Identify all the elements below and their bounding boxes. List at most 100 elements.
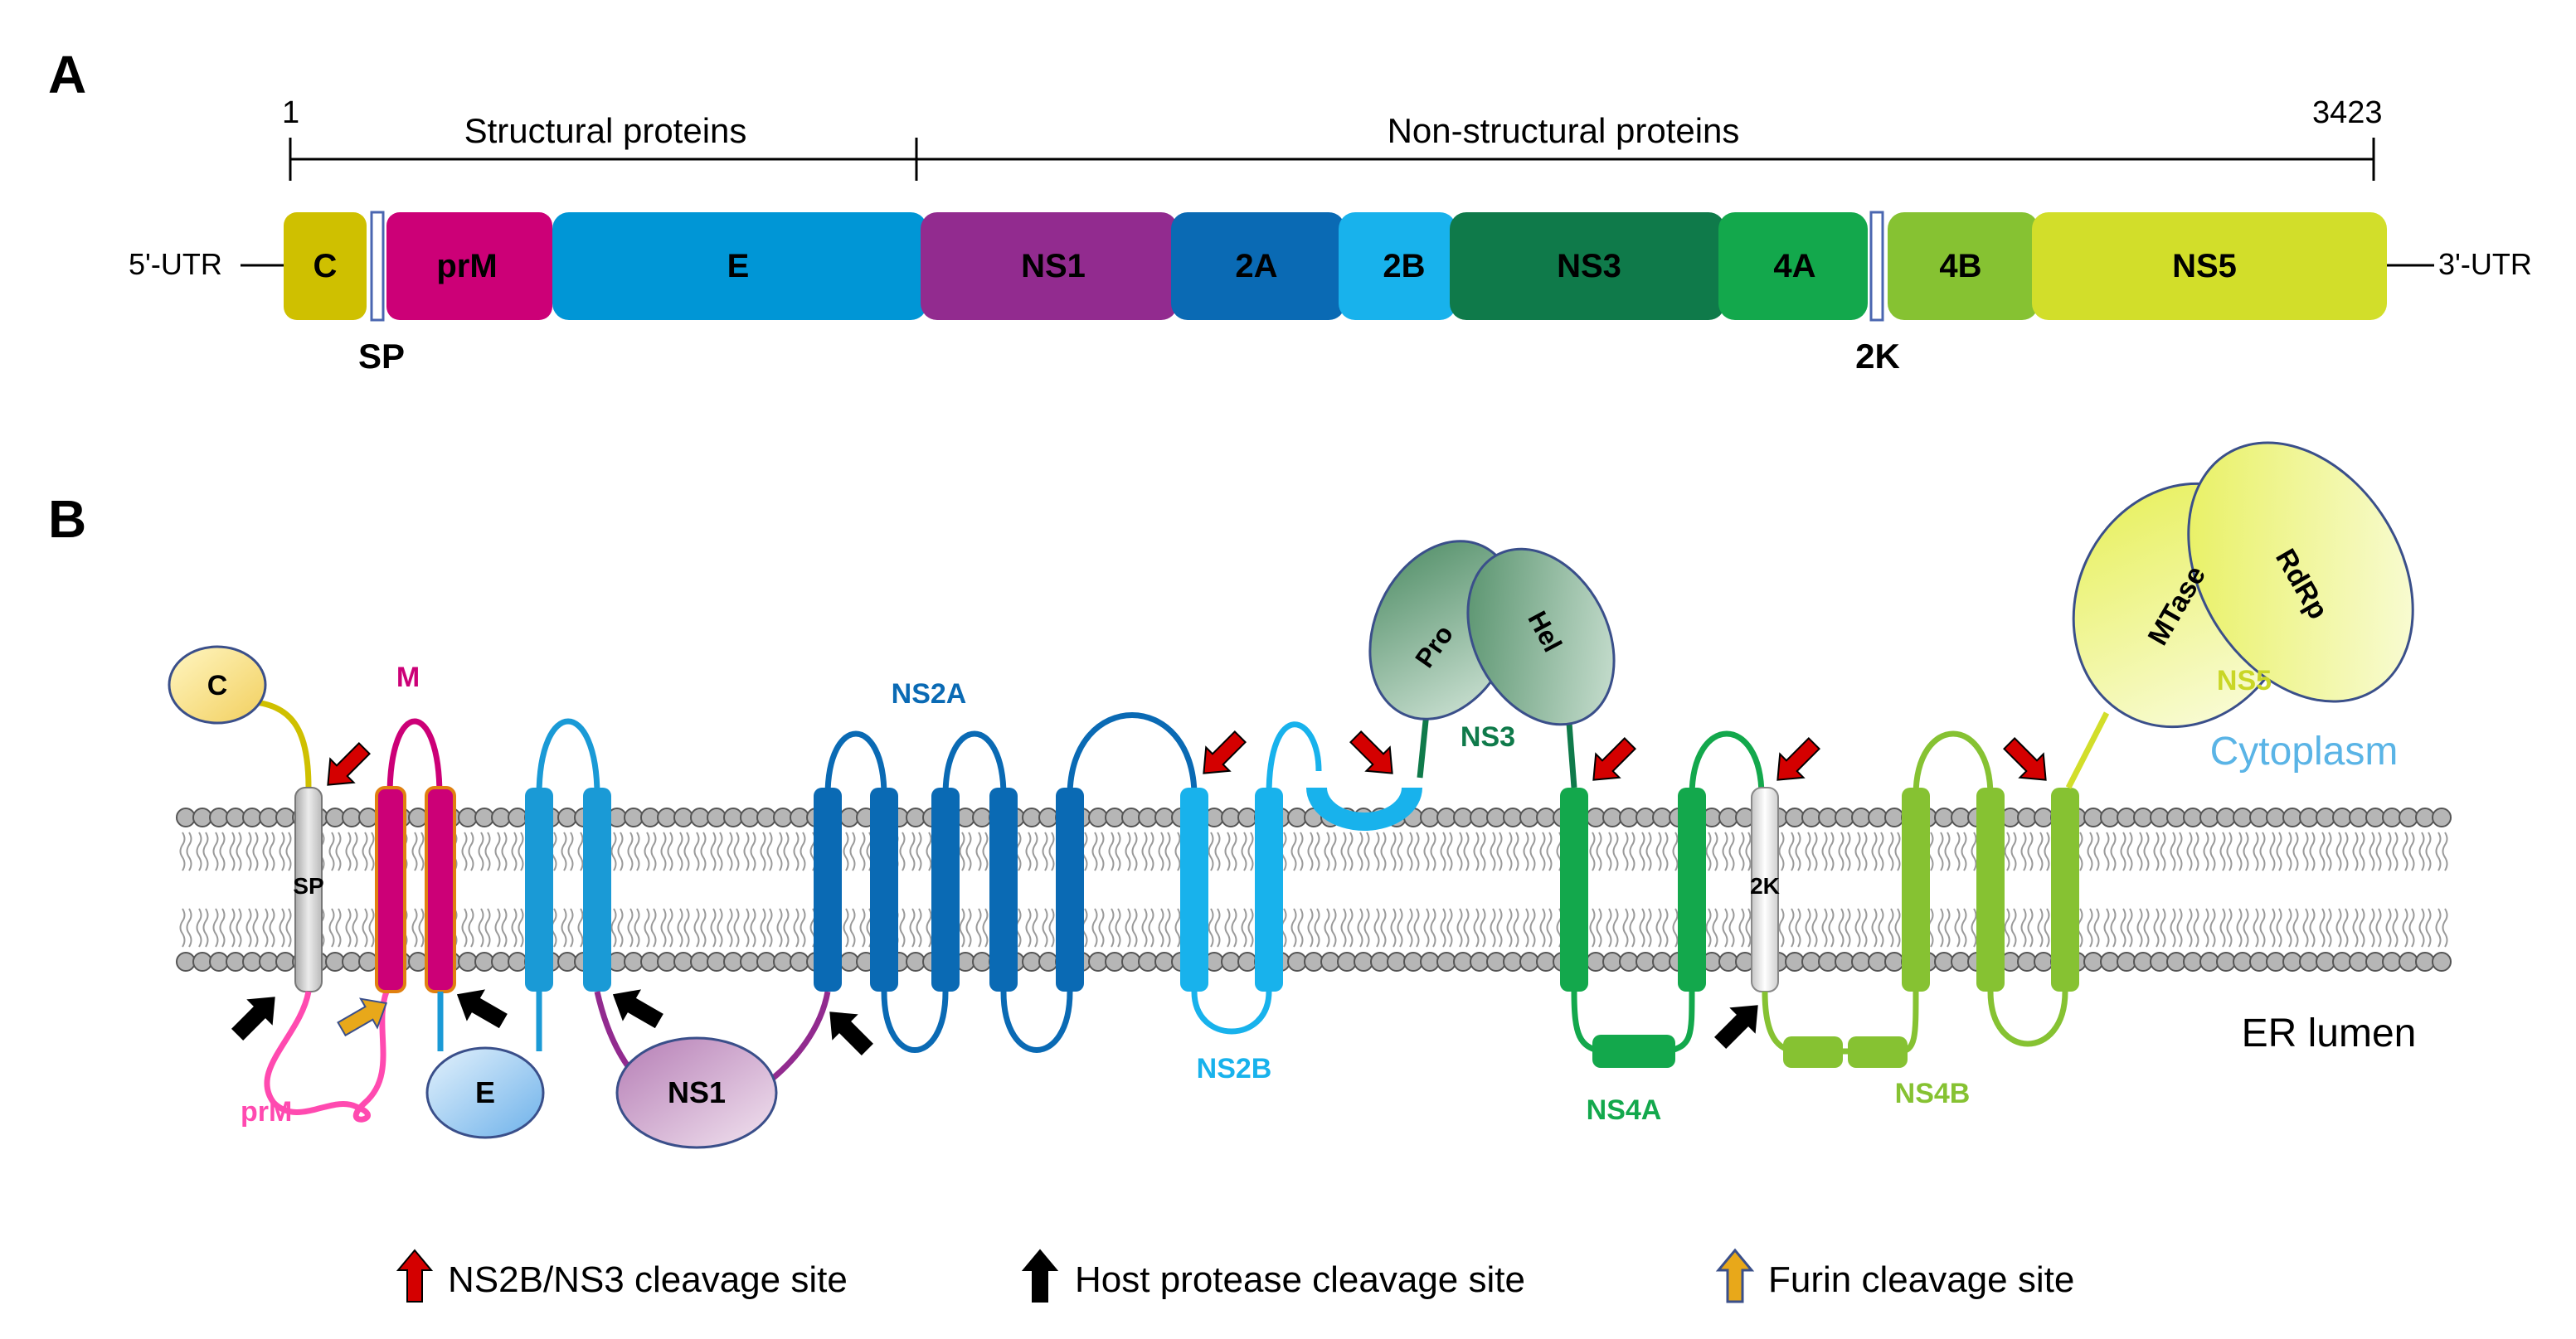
lipid-head bbox=[1453, 808, 1473, 827]
lipid-tail bbox=[1380, 832, 1387, 871]
lipid-tail bbox=[693, 908, 700, 948]
lipid-tail bbox=[2253, 832, 2259, 871]
lipid-head bbox=[790, 808, 809, 827]
lipid-tail bbox=[1141, 832, 1148, 871]
lipid-head bbox=[2117, 808, 2136, 827]
lipid-head bbox=[2233, 952, 2253, 972]
lipid-head bbox=[2216, 808, 2236, 827]
lipid-head bbox=[2100, 808, 2120, 827]
lipid-tail bbox=[2435, 908, 2442, 948]
lipid-head bbox=[1868, 808, 1888, 827]
segment-c bbox=[284, 212, 367, 320]
lipid-head bbox=[2432, 808, 2452, 827]
k2-label: 2K bbox=[1855, 337, 1900, 376]
segment-4b-label: 4B bbox=[1939, 248, 1981, 284]
lipid-head bbox=[1486, 808, 1506, 827]
lipid-tail bbox=[202, 908, 209, 948]
lipid-tail bbox=[1430, 908, 1436, 948]
lipid-tail bbox=[2342, 908, 2349, 948]
lipid-tail bbox=[667, 908, 673, 948]
segment-4a bbox=[1718, 212, 1868, 320]
lipid-head bbox=[2183, 808, 2203, 827]
lipid-head bbox=[1586, 952, 1606, 972]
lipid-tail bbox=[484, 908, 491, 948]
lipid-head bbox=[209, 808, 229, 827]
lipid-head bbox=[1304, 952, 1324, 972]
lipid-head bbox=[508, 808, 527, 827]
lipid-tail bbox=[2126, 908, 2133, 948]
lipid-tail bbox=[1738, 832, 1745, 871]
lipid-tail bbox=[1606, 908, 1612, 948]
lipid-tail bbox=[2170, 832, 2176, 871]
lipid-head bbox=[2415, 952, 2435, 972]
lipid-tail bbox=[1612, 908, 1619, 948]
lipid-tail bbox=[2326, 908, 2332, 948]
lipid-head bbox=[790, 952, 809, 972]
lipid-tail bbox=[2402, 908, 2408, 948]
lipid-tail bbox=[1645, 908, 1652, 948]
lipid-head bbox=[491, 808, 511, 827]
lipid-tail bbox=[1330, 908, 1337, 948]
lipid-tail bbox=[1141, 908, 1148, 948]
lipid-head bbox=[1801, 808, 1821, 827]
ns1-protein-label: NS1 bbox=[668, 1075, 726, 1109]
lipid-tail bbox=[262, 832, 269, 871]
lipid-tail bbox=[2319, 832, 2326, 871]
lipid-tail bbox=[2004, 908, 2010, 948]
lipid-tail bbox=[683, 908, 690, 948]
lipid-tail bbox=[2408, 832, 2415, 871]
lipid-tail bbox=[2087, 832, 2093, 871]
lipid-tail bbox=[1778, 832, 1785, 871]
lipid-tail bbox=[1722, 832, 1728, 871]
lipid-tail bbox=[461, 908, 468, 948]
lipid-tail bbox=[279, 908, 285, 948]
c-protein bbox=[168, 645, 267, 725]
lipid-tail bbox=[2369, 908, 2375, 948]
lipid-tail bbox=[644, 908, 650, 948]
lipid-tail bbox=[727, 908, 733, 948]
lipid-head bbox=[2034, 808, 2054, 827]
lipid-tail bbox=[783, 908, 790, 948]
lipid-tail bbox=[1148, 832, 1154, 871]
segment-e bbox=[552, 212, 927, 320]
lipid-head bbox=[2432, 952, 2452, 972]
m-helix-2 bbox=[425, 786, 456, 993]
lipid-head bbox=[1453, 952, 1473, 972]
lipid-head bbox=[192, 952, 212, 972]
sp-helix-label: SP bbox=[293, 873, 323, 899]
lipid-tail bbox=[1728, 832, 1735, 871]
lipid-tail bbox=[1214, 908, 1221, 948]
lipid-tail bbox=[478, 908, 484, 948]
lipid-tail bbox=[269, 832, 275, 871]
e-stalk bbox=[437, 992, 542, 1051]
lipid-tail bbox=[1330, 832, 1337, 871]
lipid-head bbox=[1519, 952, 1539, 972]
segment-c-label: C bbox=[313, 248, 338, 284]
lipid-head bbox=[2299, 808, 2319, 827]
lipid-head bbox=[2083, 808, 2103, 827]
lipid-head bbox=[2299, 952, 2319, 972]
lipid-tail bbox=[577, 832, 584, 871]
lipid-tail bbox=[733, 832, 740, 871]
lipid-tail bbox=[2269, 832, 2276, 871]
lipid-tail bbox=[1247, 908, 1254, 948]
lipid-tail bbox=[1854, 832, 1861, 871]
lipid-tail bbox=[899, 832, 906, 871]
lipid-tail bbox=[1672, 908, 1679, 948]
lipid-tail bbox=[627, 908, 634, 948]
lipid-head bbox=[1951, 808, 1971, 827]
lipid-head bbox=[1652, 952, 1672, 972]
lipid-tail bbox=[2302, 832, 2309, 871]
lipid-head bbox=[242, 808, 262, 827]
lipid-tail bbox=[1589, 908, 1596, 948]
legend: NS2B/NS3 cleavage site Host protease cle… bbox=[396, 1248, 2074, 1303]
lipid-tail bbox=[1662, 832, 1669, 871]
lipid-tail bbox=[693, 832, 700, 871]
lipid-tail bbox=[1622, 908, 1629, 948]
lipid-tail bbox=[2004, 832, 2010, 871]
lipid-tail bbox=[179, 832, 186, 871]
lipid-head bbox=[2349, 952, 2369, 972]
lipid-tail bbox=[1954, 832, 1961, 871]
lipid-tail bbox=[2186, 908, 2193, 948]
segment-prm bbox=[386, 212, 552, 320]
